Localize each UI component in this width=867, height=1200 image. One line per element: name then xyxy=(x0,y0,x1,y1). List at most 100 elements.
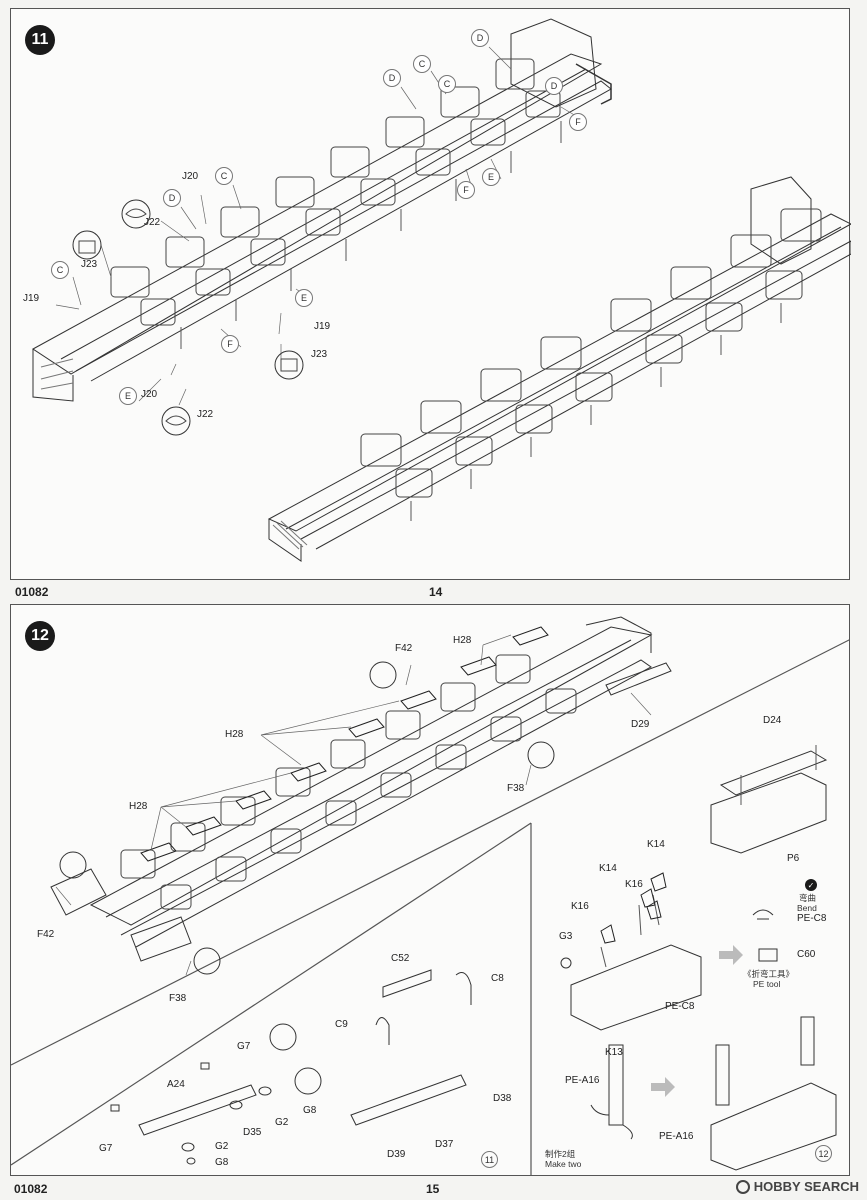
callout-d-3: D xyxy=(545,77,563,95)
part-label-j23-lower: J23 xyxy=(311,349,328,360)
callout-d-2: D xyxy=(383,69,401,87)
part-label-f42-left: F42 xyxy=(37,929,55,940)
k13-tube-right-1 xyxy=(715,1044,730,1106)
part-label-g2-bottom: G2 xyxy=(215,1141,229,1152)
divider-diagonal-lower xyxy=(11,822,532,1166)
upper-chassis-rail-c xyxy=(75,80,612,382)
k14-k16-caps xyxy=(600,872,667,944)
c60-tool xyxy=(758,948,778,962)
sub-step-12-marker: 12 xyxy=(815,1145,832,1162)
part-label-pe-a16-right: PE-A16 xyxy=(659,1131,694,1142)
part-label-c9: C9 xyxy=(335,1019,348,1030)
lower-axle-stations xyxy=(360,208,822,498)
bend-check-icon: ✓ xyxy=(805,879,817,891)
detail-inset-circles xyxy=(59,661,555,1095)
part-label-d37: D37 xyxy=(435,1139,454,1150)
c52-bracket xyxy=(382,969,432,998)
part-label-j19-right: J19 xyxy=(314,321,331,332)
p6-d24-arrows xyxy=(740,745,817,805)
k13-tube-right-2 xyxy=(800,1016,815,1066)
frame-segment-k xyxy=(570,944,702,1031)
chassis-rail-b xyxy=(105,639,632,918)
kit-code-bottom: 01082 xyxy=(14,1182,48,1196)
axle-stations xyxy=(120,654,577,910)
part-label-k16-left: K16 xyxy=(571,901,589,912)
d24-plate xyxy=(719,750,828,796)
callout-leader-lines xyxy=(55,634,652,976)
part-label-g7-upper: G7 xyxy=(237,1041,251,1052)
part-label-g7-left: G7 xyxy=(99,1143,113,1154)
part-label-h28-middle: H28 xyxy=(225,729,244,740)
arrow-to-k13-assembly xyxy=(651,1077,675,1097)
chassis-frame-drawing-step-11 xyxy=(32,18,851,562)
make-two-note-en: Make two xyxy=(545,1159,582,1169)
part-label-a24: A24 xyxy=(167,1079,185,1090)
bend-note-zh: 弯曲 xyxy=(799,893,817,903)
a24-washers xyxy=(110,1062,272,1165)
g3-ring xyxy=(560,957,572,969)
part-label-k14-left: K14 xyxy=(599,863,617,874)
divider-diagonal-upper xyxy=(11,639,849,1066)
part-label-j22-upper: J22 xyxy=(144,217,161,228)
callout-e-2: E xyxy=(295,289,313,307)
part-label-d38: D38 xyxy=(493,1093,512,1104)
upper-chassis-rail-a xyxy=(32,53,603,375)
page-number: 14 xyxy=(429,585,443,599)
part-label-j23-upper: J23 xyxy=(81,259,98,270)
instruction-step-11-panel: 11 xyxy=(10,8,851,599)
frame-segment-a24 xyxy=(138,1084,257,1136)
lower-chassis-rail-a xyxy=(267,213,851,532)
rail-d29 xyxy=(605,662,672,696)
pe-c8-clip xyxy=(752,909,774,920)
detail-inset-parts xyxy=(78,208,298,426)
part-label-d24: D24 xyxy=(763,715,782,726)
callout-f-1: F xyxy=(569,113,587,131)
chassis-frame-drawing-step-12 xyxy=(11,616,849,1175)
upper-chassis-rear xyxy=(32,349,74,402)
callout-f-2: F xyxy=(457,181,475,199)
chassis-front-end xyxy=(585,616,652,653)
part-label-d35: D35 xyxy=(243,1127,262,1138)
lower-chassis-front xyxy=(268,519,302,562)
upper-chassis-cab-mount xyxy=(510,18,597,108)
part-label-d29: D29 xyxy=(631,719,650,730)
h28-plates xyxy=(140,626,549,862)
instruction-step-12-panel: 12 xyxy=(10,604,850,1176)
watermark-text: HOBBY SEARCH xyxy=(753,1179,859,1194)
part-label-j22-lower: J22 xyxy=(197,409,214,420)
watermark-logo: HOBBY SEARCH xyxy=(735,1179,859,1194)
pe-tool-note-zh: 《折弯工具》 xyxy=(743,969,795,979)
pe-a16-wire xyxy=(590,1104,633,1140)
lower-chassis-rail-b xyxy=(285,226,842,530)
part-label-k13: K13 xyxy=(605,1047,623,1058)
chassis-rear-tube xyxy=(50,868,107,916)
part-label-c8: C8 xyxy=(491,973,504,984)
c9-rod xyxy=(375,1017,390,1045)
part-label-k14-upper: K14 xyxy=(647,839,665,850)
kit-code: 01082 xyxy=(15,585,49,599)
pe-tool-note-en: PE tool xyxy=(753,979,781,989)
callout-e-3: E xyxy=(119,387,137,405)
c8-rod xyxy=(455,972,472,1005)
part-label-p6: P6 xyxy=(787,853,800,864)
part-label-g3: G3 xyxy=(559,931,573,942)
part-label-pe-c8-lower: PE-C8 xyxy=(665,1001,695,1012)
p6-bracket xyxy=(710,772,827,854)
callout-c-4: C xyxy=(51,261,69,279)
part-label-c52: C52 xyxy=(391,953,410,964)
part-label-h28-left: H28 xyxy=(129,801,148,812)
part-label-j20-lower: J20 xyxy=(141,389,158,400)
part-label-pe-a16-left: PE-A16 xyxy=(565,1075,600,1086)
step-number-badge: 12 xyxy=(25,621,55,651)
callout-c-3: C xyxy=(215,167,233,185)
sub-step-11-marker: 11 xyxy=(481,1151,498,1168)
step-number-badge: 11 xyxy=(25,25,55,55)
upper-shock-absorbers xyxy=(180,121,562,349)
chassis-rear-tube-2 xyxy=(130,916,192,962)
part-label-g8-right: G8 xyxy=(303,1105,317,1116)
part-label-f42-top: F42 xyxy=(395,643,413,654)
make-two-note-zh: 制作2组 xyxy=(545,1149,576,1159)
callout-d-4: D xyxy=(163,189,181,207)
part-label-h28-top: H28 xyxy=(453,635,472,646)
upper-chassis-rail-b xyxy=(60,68,587,360)
